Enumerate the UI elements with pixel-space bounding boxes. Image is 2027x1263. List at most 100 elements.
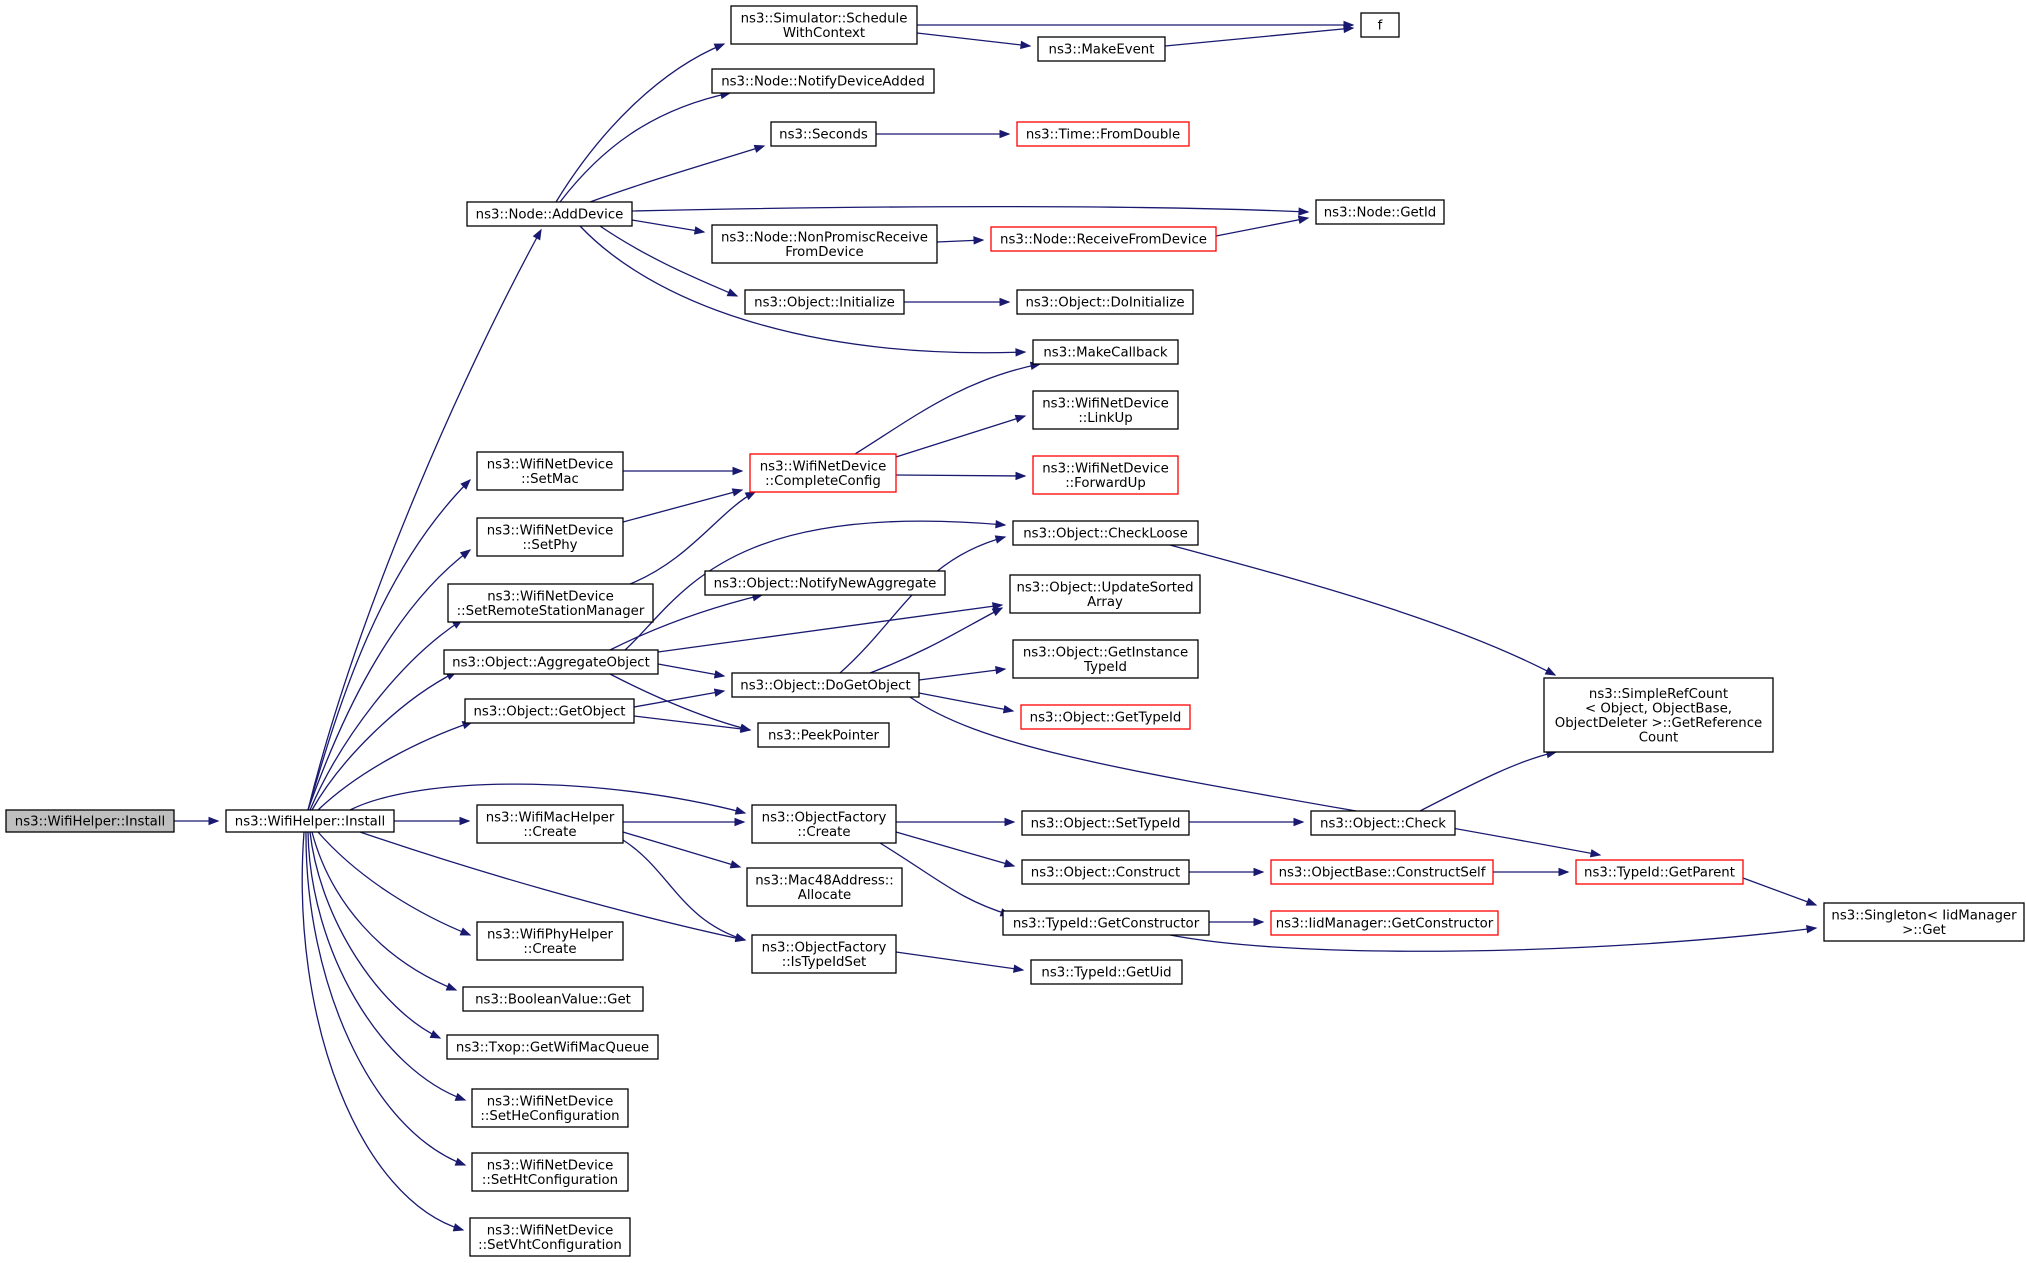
- node-label: ::CompleteConfig: [765, 474, 881, 489]
- node-constructself[interactable]: ns3::ObjectBase::ConstructSelf: [1270, 859, 1494, 885]
- edge-arrowhead: [713, 688, 726, 697]
- edge-arrowhead: [995, 519, 1007, 529]
- node-setmac[interactable]: ns3::WifiNetDevice::SetMac: [476, 451, 624, 491]
- node-doinit[interactable]: ns3::Object::DoInitialize: [1016, 289, 1194, 315]
- node-label: >::Get: [1902, 923, 1946, 938]
- node-setvht[interactable]: ns3::WifiNetDevice::SetVhtConfiguration: [469, 1217, 631, 1257]
- node-box: [751, 804, 897, 844]
- edge-wmhcreate-to-mac48: [622, 831, 742, 869]
- node-sethe[interactable]: ns3::WifiNetDevice::SetHeConfiguration: [471, 1088, 629, 1128]
- node-linkup[interactable]: ns3::WifiNetDevice::LinkUp: [1032, 390, 1179, 430]
- node-wphcreate[interactable]: ns3::WifiPhyHelper::Create: [476, 921, 624, 961]
- edge-line: [555, 43, 725, 203]
- node-setrsm[interactable]: ns3::WifiNetDevice::SetRemoteStationMana…: [447, 583, 654, 623]
- node-label: ns3::ObjectBase::ConstructSelf: [1279, 866, 1486, 881]
- node-construct[interactable]: ns3::Object::Construct: [1021, 859, 1190, 885]
- node-wmhcreate[interactable]: ns3::WifiMacHelper::Create: [476, 804, 624, 844]
- node-simpleref[interactable]: ns3::SimpleRefCount< Object, ObjectBase,…: [1543, 677, 1774, 753]
- node-getparent[interactable]: ns3::TypeId::GetParent: [1575, 859, 1744, 885]
- edge-arrowhead: [1013, 964, 1025, 973]
- edge-ofcreate-to-construct: [895, 831, 1016, 868]
- node-fromdouble[interactable]: ns3::Time::FromDouble: [1016, 121, 1190, 147]
- edge-arrowhead: [734, 817, 746, 827]
- node-txop[interactable]: ns3::Txop::GetWifiMacQueue: [446, 1034, 659, 1060]
- node-label: ::SetRemoteStationManager: [457, 604, 645, 619]
- edge-wmhcreate-to-istypeidset: [622, 839, 747, 942]
- node-settypeid[interactable]: ns3::Object::SetTypeId: [1021, 810, 1190, 836]
- node-getid[interactable]: ns3::Node::GetId: [1315, 199, 1445, 225]
- edge-arrowhead: [995, 666, 1007, 675]
- node-singleton[interactable]: ns3::Singleton< IidManager >::Get: [1823, 902, 2025, 942]
- edge-root-to-whi: [174, 816, 220, 826]
- node-ofcreate[interactable]: ns3::ObjectFactory::Create: [751, 804, 897, 844]
- node-label: ns3::Object::UpdateSorted: [1016, 580, 1193, 595]
- edge-arrowhead: [734, 806, 747, 815]
- edge-dogetobj-to-checkloose: [839, 535, 1007, 674]
- node-label: ::Create: [523, 825, 576, 840]
- node-label: ns3::TypeId::GetUid: [1041, 966, 1171, 981]
- edge-aggobj-to-checkloose: [624, 519, 1007, 651]
- node-label: ns3::Object::GetObject: [473, 705, 625, 720]
- edge-seconds-to-fromdouble: [876, 129, 1011, 139]
- edge-arrowhead: [732, 466, 744, 476]
- edge-line: [307, 549, 471, 811]
- edge-line: [916, 32, 1031, 47]
- edge-recvfrom-to-getid: [1215, 215, 1310, 237]
- node-objinit[interactable]: ns3::Object::Initialize: [744, 289, 905, 315]
- node-box: [1012, 639, 1199, 679]
- node-istypeidset[interactable]: ns3::ObjectFactory::IsTypeIdSet: [751, 934, 897, 974]
- node-label: ns3::Object::DoGetObject: [740, 679, 910, 694]
- node-makecb[interactable]: ns3::MakeCallback: [1032, 339, 1179, 365]
- node-label: TypeId: [1083, 660, 1127, 675]
- node-getobject[interactable]: ns3::Object::GetObject: [464, 698, 635, 724]
- edge-aggobj-to-dogetobj: [657, 663, 726, 679]
- edge-line: [895, 474, 1026, 477]
- node-whi[interactable]: ns3::WifiHelper::Install: [225, 809, 395, 833]
- node-setphy[interactable]: ns3::WifiNetDevice::SetPhy: [476, 517, 624, 557]
- node-box: [225, 809, 395, 833]
- node-forwardup[interactable]: ns3::WifiNetDevice::ForwardUp: [1032, 455, 1179, 495]
- edge-whi-to-sethe: [307, 831, 467, 1101]
- edge-aggobj-to-updsorted: [657, 602, 1004, 653]
- node-iidgetctor[interactable]: ns3::IidManager::GetConstructor: [1270, 910, 1499, 936]
- edge-arrowhead: [454, 1157, 467, 1166]
- node-getuid[interactable]: ns3::TypeId::GetUid: [1030, 959, 1183, 985]
- edge-arrowhead: [1297, 215, 1310, 224]
- node-dogetobj[interactable]: ns3::Object::DoGetObject: [731, 672, 920, 698]
- node-gettypeid[interactable]: ns3::Object::GetTypeId: [1020, 704, 1191, 730]
- edge-line: [349, 783, 746, 814]
- edge-line: [307, 229, 542, 811]
- node-makeevent[interactable]: ns3::MakeEvent: [1037, 36, 1166, 62]
- node-notifyagg[interactable]: ns3::Object::NotifyNewAggregate: [704, 570, 946, 596]
- edge-istypeidset-to-getuid: [895, 951, 1025, 973]
- edge-adddevice-to-nonpromisc: [631, 219, 706, 235]
- node-seconds[interactable]: ns3::Seconds: [770, 121, 877, 147]
- node-setht[interactable]: ns3::WifiNetDevice::SetHtConfiguration: [471, 1152, 629, 1192]
- node-label: ns3::Txop::GetWifiMacQueue: [456, 1041, 649, 1056]
- node-boolget[interactable]: ns3::BooleanValue::Get: [462, 986, 644, 1012]
- node-adddevice[interactable]: ns3::Node::AddDevice: [466, 201, 633, 227]
- node-box: [476, 804, 624, 844]
- edge-completecfg-to-forwardup: [895, 471, 1027, 481]
- node-root[interactable]: ns3::WifiHelper::Install: [5, 809, 175, 833]
- node-notifydev[interactable]: ns3::Node::NotifyDeviceAdded: [711, 68, 935, 94]
- node-completecfg[interactable]: ns3::WifiNetDevice::CompleteConfig: [749, 453, 897, 493]
- node-objcheck[interactable]: ns3::Object::Check: [1310, 810, 1456, 836]
- node-peek[interactable]: ns3::PeekPointer: [757, 722, 890, 748]
- node-aggobj[interactable]: ns3::Object::AggregateObject: [443, 649, 659, 675]
- edge-sched-to-f: [917, 20, 1355, 30]
- node-getctor[interactable]: ns3::TypeId::GetConstructor: [1002, 910, 1210, 936]
- edge-line: [589, 145, 765, 203]
- node-label: ::SetVhtConfiguration: [478, 1238, 622, 1253]
- node-recvfrom[interactable]: ns3::Node::ReceiveFromDevice: [990, 226, 1217, 252]
- node-mac48[interactable]: ns3::Mac48Address::Allocate: [746, 867, 903, 907]
- node-f[interactable]: f: [1360, 12, 1400, 38]
- node-checkloose[interactable]: ns3::Object::CheckLoose: [1012, 520, 1199, 546]
- edge-getparent-to-singleton: [1742, 877, 1818, 906]
- node-label: ns3::Object::CheckLoose: [1023, 527, 1188, 542]
- edge-arrowhead: [713, 43, 726, 52]
